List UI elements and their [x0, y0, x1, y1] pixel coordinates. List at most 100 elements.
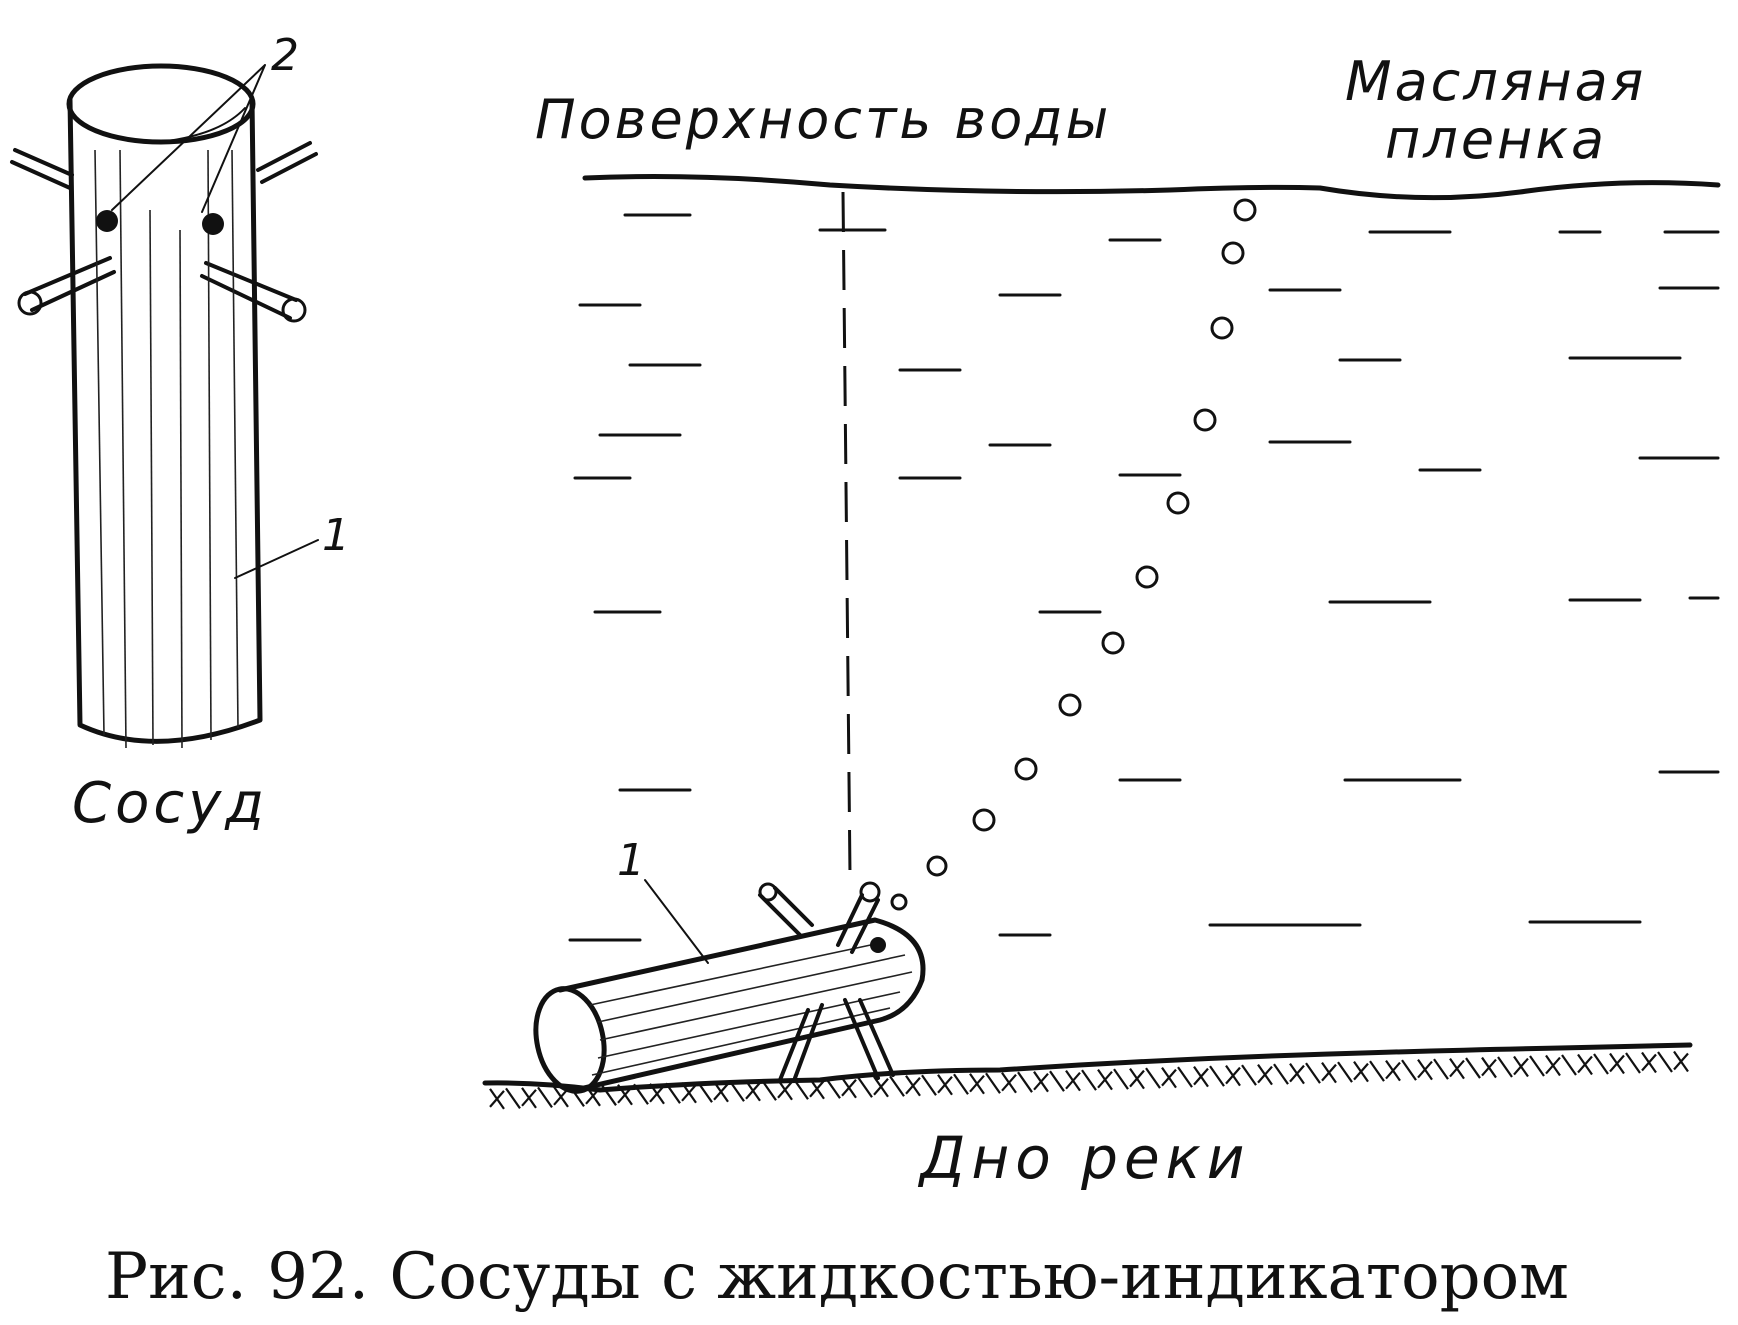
hatch-stroke: [1465, 1057, 1481, 1079]
hatch-stroke: [1625, 1052, 1641, 1074]
hatch-stroke: [1065, 1071, 1081, 1090]
hatch-stroke: [969, 1074, 985, 1093]
hatch-stroke: [937, 1075, 953, 1094]
hatch-stroke: [1481, 1058, 1497, 1077]
bubble: [926, 855, 948, 877]
hatch-stroke: [1257, 1065, 1273, 1084]
figure-caption: Рис. 92. Сосуды с жидкостью-индикатором: [105, 1240, 1569, 1314]
hatch-stroke: [505, 1087, 521, 1109]
bubble: [972, 808, 996, 832]
upright-vessel-top: [66, 63, 256, 145]
hatch-stroke: [665, 1082, 681, 1104]
hatch-stroke: [1353, 1062, 1369, 1081]
hatch-stroke: [1017, 1071, 1033, 1093]
bubble: [1101, 631, 1125, 655]
oil-film-label-line1: Масляная: [1345, 50, 1646, 113]
hatch-stroke: [1577, 1055, 1593, 1074]
hatch-stroke: [985, 1072, 1001, 1094]
hatch-stroke: [1513, 1057, 1529, 1076]
hatch-stroke: [649, 1085, 665, 1103]
hatch-stroke: [1273, 1063, 1289, 1085]
lying-vessel-end: [533, 986, 607, 1094]
hatch-stroke: [1129, 1069, 1145, 1088]
river-bottom-hatching: [489, 1050, 1689, 1110]
upright-vessel-body: [67, 97, 263, 744]
hatch-stroke: [489, 1090, 505, 1108]
hatch-stroke: [585, 1087, 601, 1105]
hatch-stroke: [1241, 1064, 1257, 1086]
hatch-stroke: [1321, 1063, 1337, 1082]
hatch-stroke: [537, 1086, 553, 1108]
hatch-stroke: [825, 1077, 841, 1099]
hatch-stroke: [1209, 1065, 1225, 1087]
hatch-stroke: [1097, 1070, 1113, 1089]
hatch-stroke: [1385, 1061, 1401, 1080]
hatch-stroke: [521, 1089, 537, 1107]
bubble: [1221, 241, 1245, 265]
hatch-stroke: [1673, 1052, 1689, 1071]
hatch-stroke: [1145, 1067, 1161, 1089]
marker-2: 2: [271, 30, 299, 81]
upright-vessel-hole-left: [96, 210, 118, 232]
marker-1-upright: 1: [322, 510, 350, 561]
hatch-stroke: [1113, 1068, 1129, 1090]
hatch-stroke: [1081, 1069, 1097, 1091]
upright-vessel-grain: [94, 149, 239, 749]
hatch-stroke: [889, 1075, 905, 1097]
hatch-stroke: [1433, 1058, 1449, 1080]
hatch-stroke: [1289, 1064, 1305, 1083]
lying-vessel-hole: [870, 937, 886, 953]
river-bottom: [482, 1042, 1693, 1110]
marker-1-lying: 1: [617, 835, 645, 886]
hatch-stroke: [1225, 1066, 1241, 1085]
hatch-stroke: [1033, 1072, 1049, 1091]
hatch-stroke: [1369, 1060, 1385, 1082]
lying-vessel-grain: [589, 942, 913, 1076]
bubble: [1014, 757, 1038, 781]
hatch-stroke: [713, 1083, 729, 1101]
bubble: [1210, 316, 1234, 340]
bubble: [1233, 198, 1257, 222]
hatch-stroke: [857, 1076, 873, 1098]
water-surface-label: Поверхность воды: [535, 88, 1111, 151]
river-bottom-label: Дно реки: [917, 1124, 1250, 1192]
hatch-stroke: [745, 1082, 761, 1100]
leader-2: [111, 64, 266, 213]
hatch-stroke: [633, 1083, 649, 1105]
vertical-dashed-line: [841, 191, 852, 876]
bubble-trail: [890, 198, 1257, 911]
hatch-stroke: [1449, 1059, 1465, 1078]
oil-film-label-line2: пленка: [1385, 108, 1607, 171]
bubble: [1166, 491, 1190, 515]
hatch-stroke: [1641, 1053, 1657, 1072]
hatch-stroke: [1177, 1066, 1193, 1088]
upright-vessel: [10, 63, 319, 749]
hatch-stroke: [809, 1080, 825, 1098]
hatch-stroke: [1593, 1053, 1609, 1075]
hatch-stroke: [1401, 1059, 1417, 1081]
hatch-stroke: [553, 1088, 569, 1106]
water-surface-line: [582, 174, 1721, 201]
hatch-stroke: [601, 1084, 617, 1106]
lying-vessel: [533, 879, 926, 1094]
hatch-stroke: [1561, 1054, 1577, 1076]
hatch-stroke: [905, 1076, 921, 1095]
hatch-stroke: [569, 1085, 585, 1107]
hatch-stroke: [1545, 1056, 1561, 1075]
hatch-stroke: [1305, 1062, 1321, 1084]
hatch-stroke: [1609, 1054, 1625, 1073]
water-hatching: [568, 213, 1720, 942]
leader-1-lying: [644, 879, 709, 964]
hatch-stroke: [953, 1073, 969, 1095]
hatch-stroke: [617, 1086, 633, 1104]
hatch-stroke: [793, 1078, 809, 1100]
hatch-stroke: [1049, 1070, 1065, 1092]
bubble: [1193, 408, 1217, 432]
hatch-stroke: [1193, 1067, 1209, 1086]
vessel-label: Сосуд: [72, 771, 268, 836]
hatch-stroke: [777, 1081, 793, 1099]
bubble: [1058, 693, 1082, 717]
upright-vessel-hole-right: [202, 213, 224, 235]
hatch-stroke: [1657, 1051, 1673, 1073]
